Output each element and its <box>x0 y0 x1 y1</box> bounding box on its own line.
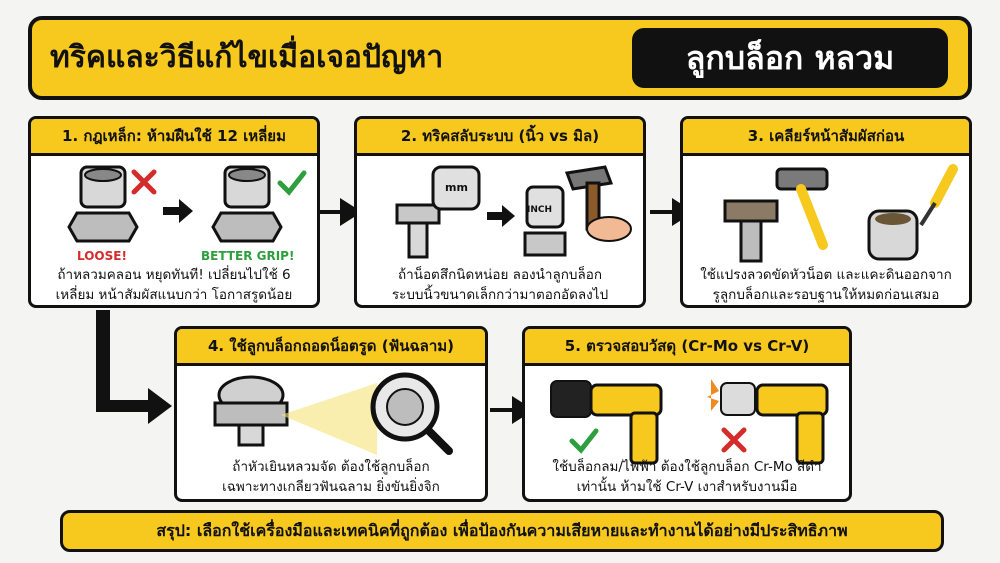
card-1-heading: 1. กฎเหล็ก: ห้ามฝืนใช้ 12 เหลี่ยม <box>31 119 317 156</box>
hammer-icon <box>564 165 632 242</box>
bolt-icon <box>395 203 441 259</box>
card-5-caption-line-2: เท่านั้น ห้ามใช้ Cr-V เงาสำหรับงานมือ <box>576 479 798 495</box>
magnifier-icon <box>370 372 453 455</box>
card-5-heading: 5. ตรวจสอบวัสดุ (Cr-Mo vs Cr-V) <box>525 329 849 366</box>
impact-drill-chrome-socket-icon <box>707 379 829 465</box>
label-loose: LOOSE! <box>77 249 127 263</box>
card-2-caption-line-2: ระบบนิ้วขนาดเล็กกว่ามาตอกอัดลงไป <box>391 287 609 303</box>
magnifier-light-beam <box>281 383 377 455</box>
card-2-heading: 2. ทริคสลับระบบ (นิ้ว vs มิล) <box>357 119 643 156</box>
stripped-bolt-icon <box>213 375 289 447</box>
page-title: ทริคและวิธีแก้ไขเมื่อเจอปัญหา <box>50 40 444 75</box>
socket-inch-icon <box>523 185 567 257</box>
title-highlight: ลูกบล็อก หลวม <box>632 28 948 88</box>
card-5-caption-line-1: ใช้บล็อกลม/ไฟฟ้า ต้องใช้ลูกบล็อก Cr-Mo ส… <box>552 459 822 475</box>
socket-6pt-icon <box>211 165 283 243</box>
arrow-1-to-2 <box>318 198 362 226</box>
card-1-caption-line-1: ถ้าหลวมคลอน หยุดทันที! เปลี่ยนไปใช้ 6 <box>57 267 291 283</box>
card-2: 2. ทริคสลับระบบ (นิ้ว vs มิล) mm INCH ถ้… <box>354 116 646 308</box>
screwdriver-icon <box>919 164 958 227</box>
check-mark-icon <box>569 428 599 454</box>
card-4: 4. ใช้ลูกบล็อกถอดน็อตรูด (ฟันฉลาม) ถ้าหั… <box>174 326 488 502</box>
impact-drill-black-socket-icon <box>550 380 663 465</box>
socket-mm-icon <box>431 165 481 211</box>
wire-brush-icon <box>775 167 829 250</box>
card-3-heading: 3. เคลียร์หน้าสัมผัสก่อน <box>683 119 969 156</box>
card-4-caption-line-1: ถ้าหัวเยินหลวมจัด ต้องใช้ลูกบล็อก <box>232 459 430 475</box>
card-2-caption-line-1: ถ้าน็อตสึกนิดหน่อย ลองนำลูกบล็อก <box>397 267 603 283</box>
card-3: 3. เคลียร์หน้าสัมผัสก่อน ใช้แปรงลวดขัดหั… <box>680 116 972 308</box>
card-4-caption-line-2: เฉพาะทางเกลียวฟันฉลาม ยิ่งขันยิ่งจิก <box>222 479 440 495</box>
card-1: 1. กฎเหล็ก: ห้ามฝืนใช้ 12 เหลี่ยม LOOSE!… <box>28 116 320 308</box>
card-3-caption-line-1: ใช้แปรงลวดขัดหัวน็อต และแคะดินออกจาก <box>700 267 952 283</box>
card-1-caption-line-2: เหลี่ยม หน้าสัมผัสแนบกว่า โอกาสรูดน้อย <box>55 287 293 303</box>
dirty-bolt-icon <box>723 199 779 263</box>
cross-mark-icon <box>131 169 157 195</box>
label-inch: INCH <box>527 205 553 215</box>
check-mark-icon <box>277 170 307 196</box>
socket-12pt-icon <box>67 165 139 243</box>
socket-dirt-icon <box>867 209 919 261</box>
label-better-grip: BETTER GRIP! <box>201 249 295 263</box>
card-4-heading: 4. ใช้ลูกบล็อกถอดน็อตรูด (ฟันฉลาม) <box>177 329 485 366</box>
label-mm: mm <box>445 181 468 194</box>
card-5: 5. ตรวจสอบวัสดุ (Cr-Mo vs Cr-V) ใช้บล็อก… <box>522 326 852 502</box>
right-arrow-icon <box>487 205 515 227</box>
arrow-1-down <box>96 310 172 424</box>
card-3-caption-line-2: รูลูกบล็อกและรอบฐานให้หมดก่อนเสมอ <box>712 287 940 303</box>
summary-banner: สรุป: เลือกใช้เครื่องมือและเทคนิคที่ถูกต… <box>60 510 944 552</box>
cross-mark-icon <box>721 427 747 453</box>
right-arrow-icon <box>163 199 193 223</box>
